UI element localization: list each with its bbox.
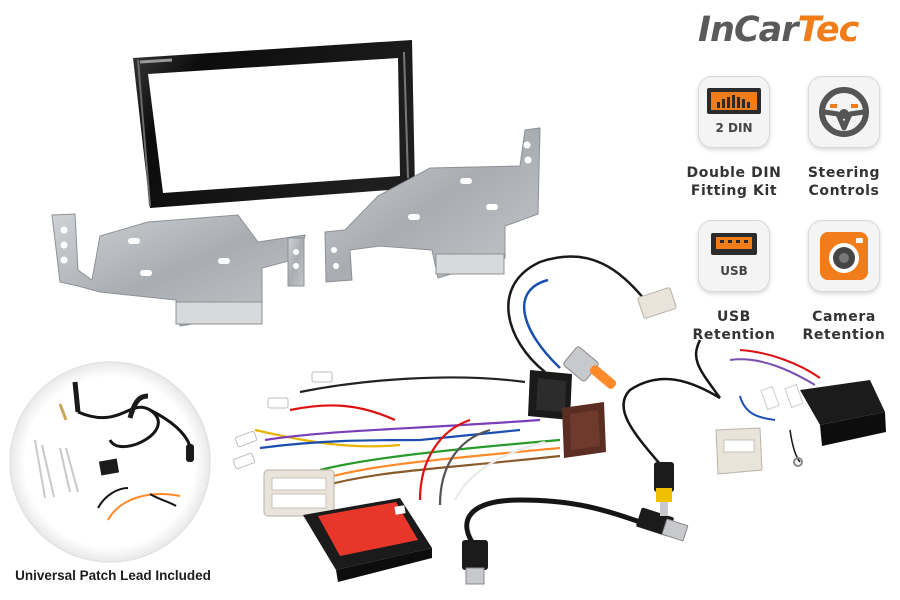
usb-lead — [462, 497, 689, 585]
patch-lead-circle — [9, 361, 211, 563]
steering-wheel-icon — [808, 76, 880, 148]
brand-logo-part2: Tec — [797, 10, 860, 50]
camera-interface-module — [715, 349, 886, 475]
patch-lead-caption: Universal Patch Lead Included — [15, 568, 211, 583]
camera-icon — [808, 220, 880, 292]
iso-connectors — [528, 370, 606, 458]
brand-logo: InCarTec — [698, 6, 888, 54]
small-terminals — [232, 371, 333, 470]
usb-icon: USB — [698, 220, 770, 292]
double-din-badge: 2 DIN — [716, 121, 753, 135]
fascia-frame — [133, 40, 415, 208]
camera-lead — [622, 339, 722, 516]
right-bracket — [324, 127, 541, 283]
brand-logo-part1: InCar — [698, 10, 799, 50]
double-din-icon: 2 DIN — [698, 76, 770, 148]
left-bracket — [51, 213, 306, 327]
vehicle-plug-left — [263, 469, 335, 517]
antenna-adaptor — [507, 255, 677, 389]
steering-wiring-loom — [254, 376, 561, 506]
usb-badge: USB — [720, 264, 748, 278]
steering-interface-box — [303, 498, 432, 582]
